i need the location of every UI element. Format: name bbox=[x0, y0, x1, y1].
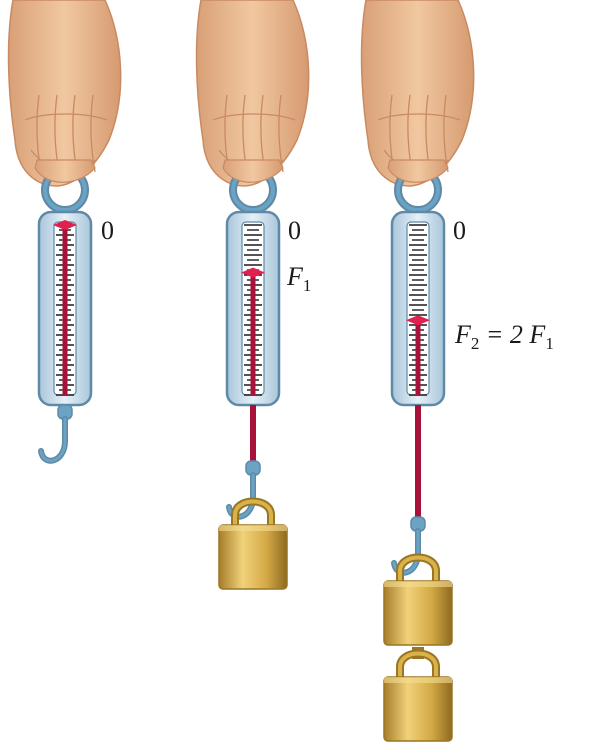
hand-fingers-front bbox=[222, 159, 284, 183]
scale-1-zero-label: 0 bbox=[101, 216, 114, 245]
weight-block bbox=[383, 676, 453, 742]
force-marker bbox=[241, 267, 265, 278]
scale-2-zero-label: 0 bbox=[288, 216, 301, 245]
force-equation-subscript: 1 bbox=[545, 334, 554, 353]
weight-block bbox=[218, 524, 288, 590]
force-marker bbox=[53, 220, 77, 230]
spring-red-bar bbox=[62, 225, 68, 395]
hand-fingers-front bbox=[387, 159, 449, 183]
spring-scale-icon bbox=[195, 0, 310, 590]
weight-shackle-highlight bbox=[233, 499, 273, 527]
scale-3-zero-label: 0 bbox=[453, 216, 466, 245]
spring-scale-icon bbox=[360, 0, 475, 742]
weight-shackle-highlight bbox=[398, 555, 438, 583]
extension-rod bbox=[415, 405, 421, 523]
force-label-f1: F1 bbox=[287, 262, 312, 295]
spring-red-bar bbox=[415, 320, 421, 395]
weight-top-rim bbox=[384, 581, 452, 587]
knuckle-line bbox=[24, 113, 108, 121]
hook-highlight bbox=[39, 417, 67, 463]
hook-highlight bbox=[227, 473, 255, 519]
weight-icon bbox=[383, 553, 453, 646]
hand-icon bbox=[195, 0, 310, 187]
hand-palm bbox=[195, 0, 310, 187]
weight-block bbox=[383, 580, 453, 646]
hand-fingers-front bbox=[34, 159, 96, 183]
force-label-f2: F2 = 2 F1 bbox=[455, 320, 554, 353]
force-marker bbox=[406, 315, 430, 326]
knuckle-line bbox=[212, 113, 296, 121]
force-symbol: F bbox=[287, 262, 303, 291]
hand-icon bbox=[360, 0, 475, 187]
extension-rod bbox=[250, 405, 256, 467]
force-subscript: 1 bbox=[302, 276, 312, 295]
hand-palm bbox=[7, 0, 122, 187]
spring-scale-icon bbox=[7, 0, 122, 464]
weight-top-rim bbox=[219, 525, 287, 531]
weight-icon bbox=[383, 649, 453, 742]
hand-icon bbox=[7, 0, 122, 187]
weight-icon bbox=[218, 497, 288, 590]
knuckle-line bbox=[377, 113, 461, 121]
spring-red-bar bbox=[250, 272, 256, 395]
force-symbol: F bbox=[455, 320, 471, 349]
hook-highlight bbox=[392, 529, 420, 575]
weight-top-rim bbox=[384, 677, 452, 683]
hand-palm bbox=[360, 0, 475, 187]
force-equation-suffix: = 2 F bbox=[479, 320, 546, 349]
weight-shackle-highlight bbox=[398, 651, 438, 679]
force-subscript: 2 bbox=[470, 334, 480, 353]
